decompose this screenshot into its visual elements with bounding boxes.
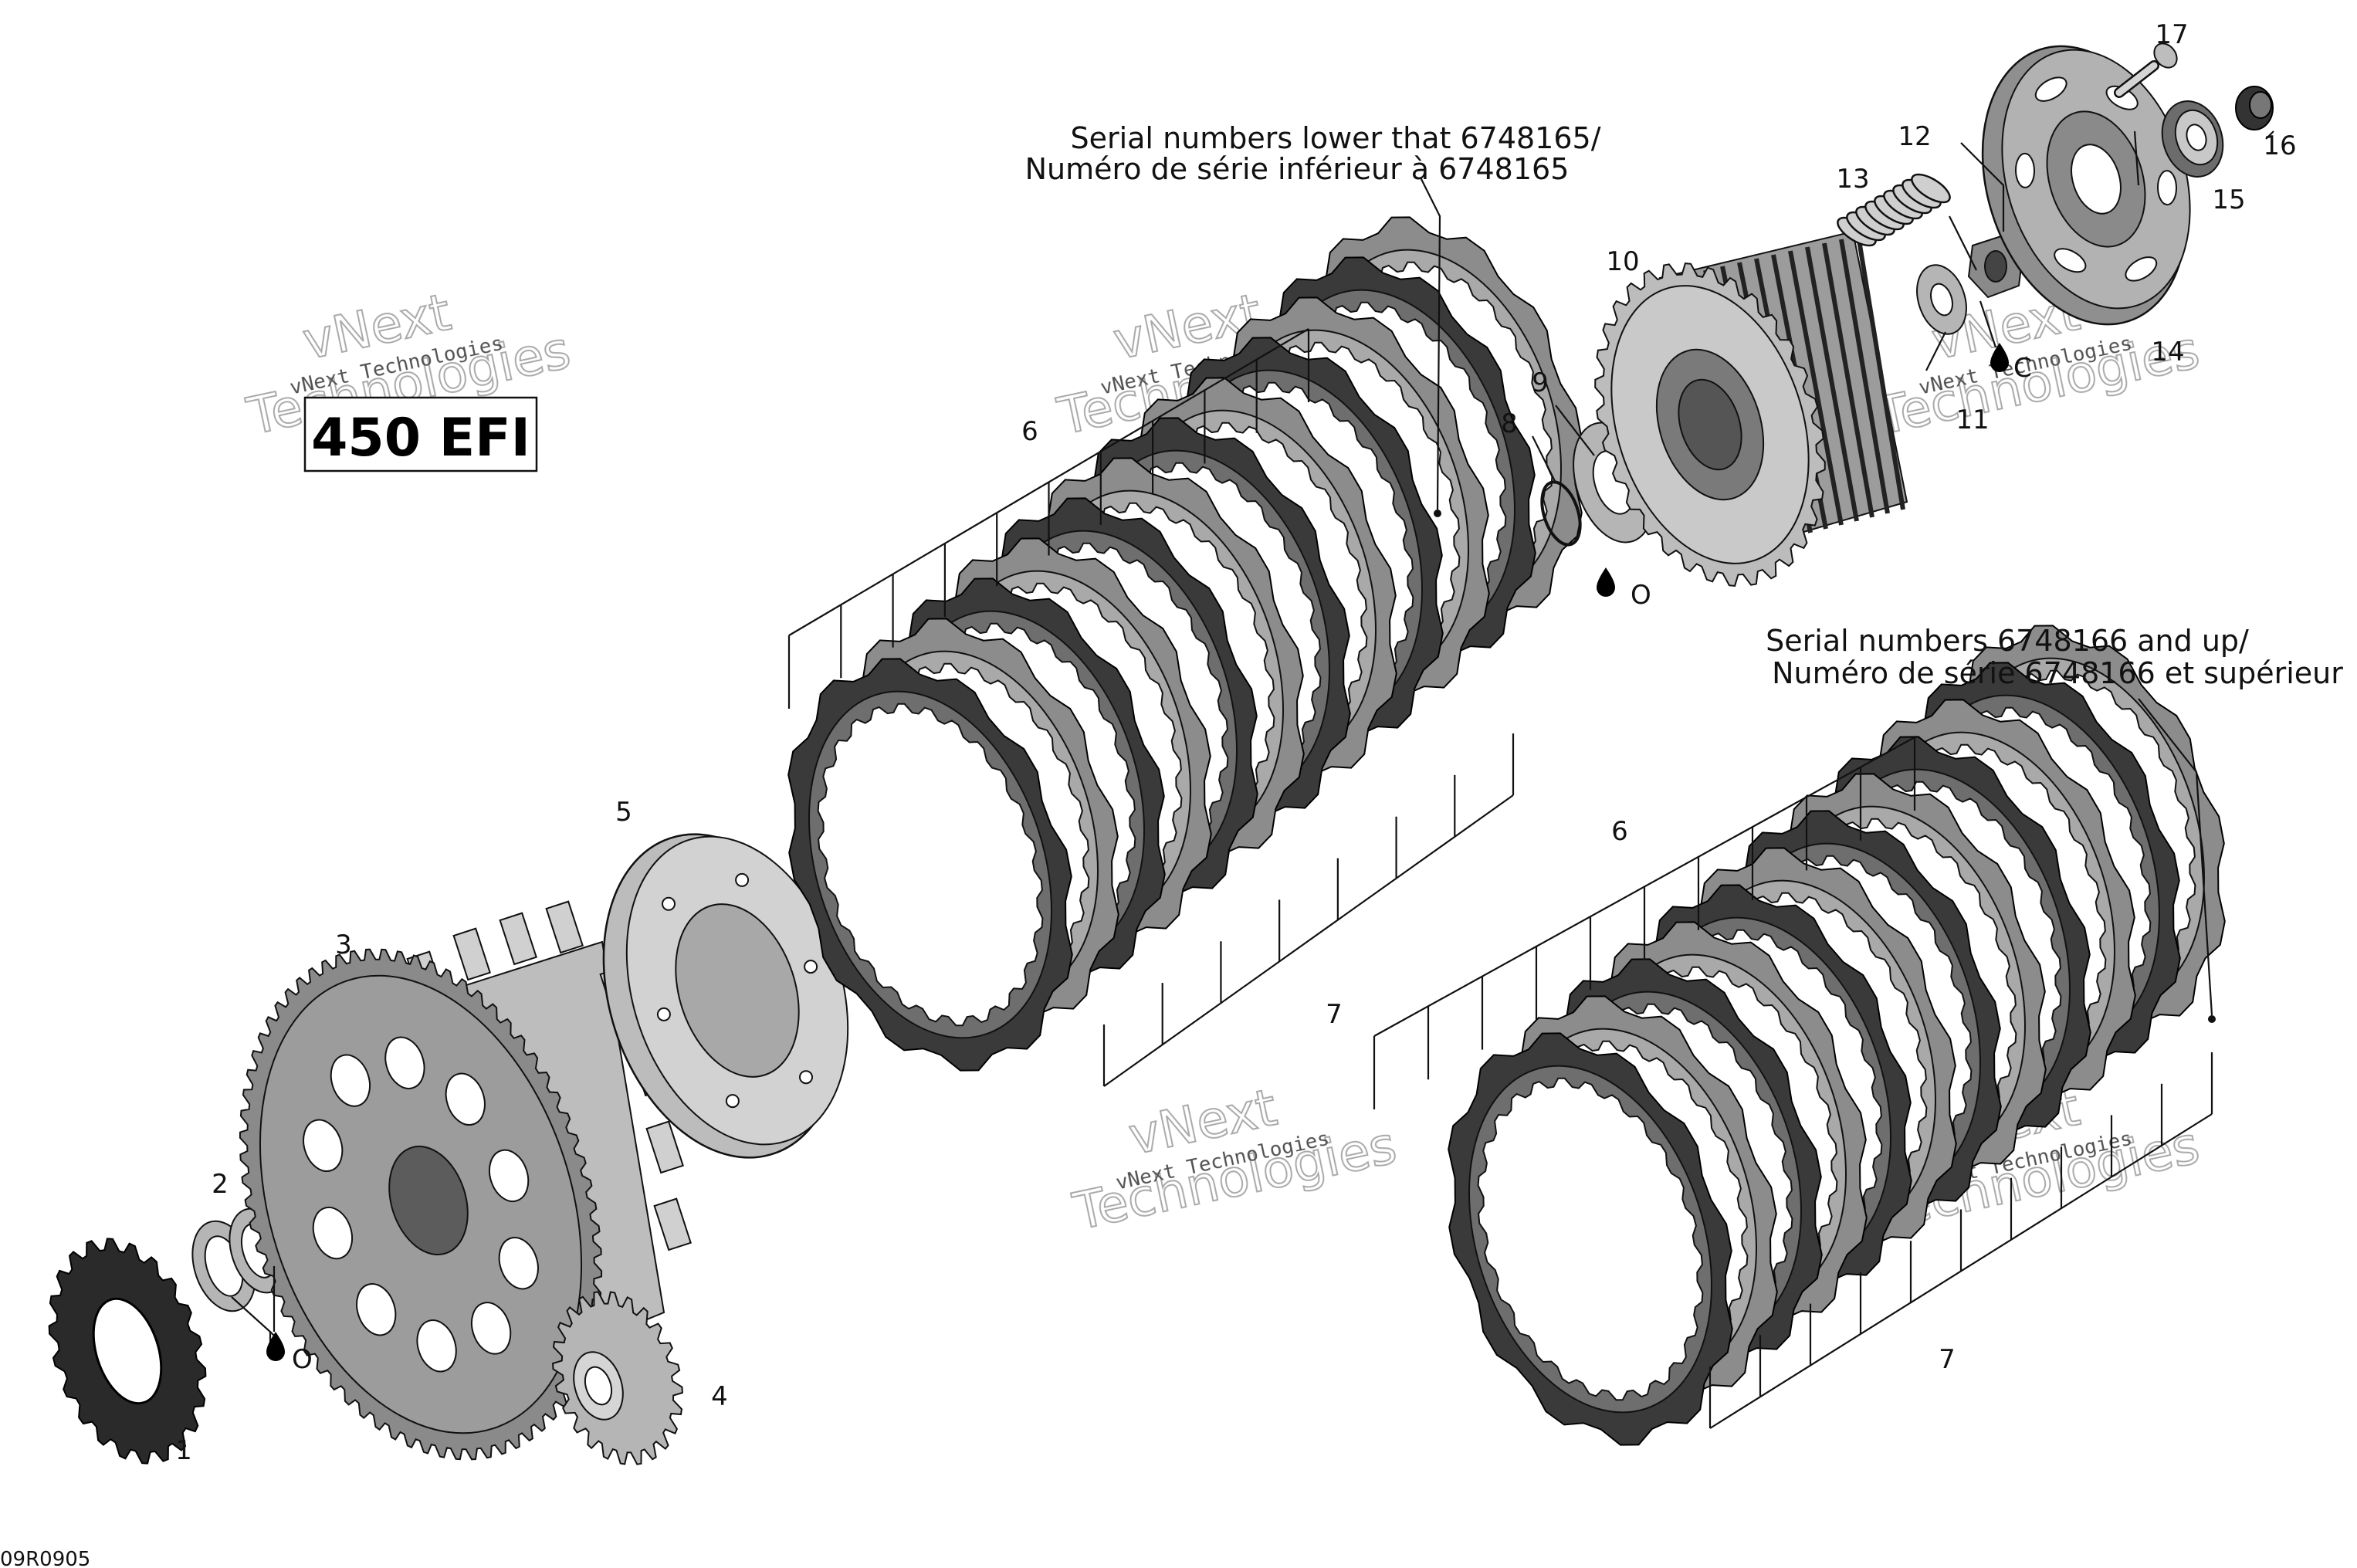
housing-finger — [545, 900, 584, 954]
grease-drop-icon — [1990, 343, 2009, 372]
callout-16: 16 — [2263, 130, 2296, 161]
disc-hole — [656, 1007, 671, 1021]
housing-hole — [498, 1237, 539, 1290]
hub-spline — [1856, 235, 1905, 510]
callout-10: 10 — [1606, 246, 1639, 277]
callout-8: 8 — [1501, 408, 1518, 439]
callout-13: 13 — [1836, 164, 1869, 195]
callout-6-lower: 6 — [1611, 816, 1628, 847]
note-lower-line1: Serial numbers 6748166 and up/ — [1766, 624, 2249, 658]
oil-label-lower: O — [292, 1344, 313, 1375]
part-17-screw — [2114, 42, 2178, 98]
housing-finger — [499, 912, 537, 966]
oil-drop-icon — [266, 1332, 285, 1361]
spring-coil — [1911, 173, 1951, 204]
friction-plate — [1448, 1032, 1733, 1446]
hub-spline — [1805, 246, 1859, 522]
lubricant-symbols: O O C — [266, 343, 2032, 1375]
hub-spline — [1788, 250, 1844, 526]
housing-hole — [384, 1036, 425, 1089]
callout-12: 12 — [1898, 121, 1931, 152]
upper-plate-stack — [787, 216, 1583, 1072]
housing-hole — [445, 1072, 486, 1126]
hub-spline — [1839, 239, 1890, 514]
callout-4: 4 — [711, 1381, 728, 1412]
note-upper-line2: Numéro de série inférieur à 6748165 — [1025, 152, 1570, 186]
callouts: 1 2 3 4 5 6 7 6 7 8 9 10 11 12 13 14 15 … — [175, 19, 2296, 1466]
note-upper-line1: Serial numbers lower that 6748165/ — [1070, 121, 1600, 155]
plate-slot — [2014, 152, 2036, 188]
part-1-drive-gear — [48, 1238, 207, 1465]
housing-hole — [488, 1149, 530, 1203]
grease-label: C — [2013, 353, 2032, 384]
lower-bracket-7 — [1708, 1052, 2213, 1429]
part-15-bearing — [2161, 100, 2224, 178]
housing-finger — [452, 927, 491, 981]
disc-hole — [804, 960, 818, 974]
lower-bracket-6 — [1373, 737, 1916, 1109]
disc-hole — [799, 1070, 813, 1085]
housing-hole — [303, 1119, 344, 1172]
plate-slot — [2125, 256, 2158, 282]
part-10-clutch-hub — [1594, 230, 1908, 587]
housing-finger — [653, 1197, 692, 1251]
disc-hole — [725, 1094, 740, 1109]
housing-hole — [312, 1206, 354, 1260]
note-lower-line2: Numéro de série 6748166 et supérieur — [1772, 656, 2343, 690]
upper-bracket-7 — [1102, 733, 1515, 1087]
part-5-pressure-disc — [602, 833, 849, 1159]
plate-slot — [2054, 248, 2087, 273]
model-badge: 450 EFI — [303, 396, 538, 472]
bracket-line — [1103, 794, 1514, 1087]
callout-9: 9 — [1532, 367, 1549, 398]
housing-hole — [356, 1283, 397, 1336]
serial-notes: Serial numbers lower that 6748165/ Numér… — [1025, 121, 2344, 690]
callout-7-lower: 7 — [1939, 1344, 1956, 1375]
callout-3: 3 — [335, 930, 352, 960]
housing-hole — [330, 1054, 371, 1107]
upper-bracket-6 — [787, 328, 1310, 709]
plate-slot — [2034, 76, 2067, 102]
friction-plate — [787, 658, 1073, 1072]
model-badge-text: 450 EFI — [311, 408, 530, 469]
part-4-small-gear — [552, 1291, 683, 1465]
housing-hole — [416, 1319, 457, 1373]
housing-hole — [470, 1302, 512, 1355]
callout-2: 2 — [212, 1169, 229, 1200]
callout-1: 1 — [175, 1435, 192, 1466]
part-16-plug — [2235, 86, 2274, 130]
plate-slot — [2156, 170, 2178, 206]
callout-17: 17 — [2155, 19, 2188, 50]
part-11-washer — [1916, 264, 1967, 335]
hub-spline — [1822, 242, 1874, 518]
drawing-code: 09R0905 — [0, 1548, 90, 1568]
callout-6-upper: 6 — [1021, 416, 1038, 447]
part-14-pressure-plate — [1981, 45, 2191, 326]
oil-drop-icon — [1597, 567, 1615, 597]
lower-plate-stack — [1448, 625, 2226, 1446]
part-8-circlip — [1540, 480, 1582, 547]
callout-5: 5 — [615, 797, 632, 828]
callout-11: 11 — [1956, 405, 1989, 435]
part-3-clutch-housing — [239, 900, 692, 1461]
part-13-spring — [1837, 173, 1951, 247]
disc-hole — [735, 872, 750, 887]
disc-hole — [662, 896, 676, 911]
callout-15: 15 — [2212, 185, 2245, 215]
oil-label-upper: O — [1631, 580, 1651, 611]
leader-lines — [231, 130, 2274, 1359]
callout-7-upper: 7 — [1326, 999, 1343, 1030]
callout-14: 14 — [2151, 337, 2184, 367]
housing-finger — [645, 1120, 684, 1174]
